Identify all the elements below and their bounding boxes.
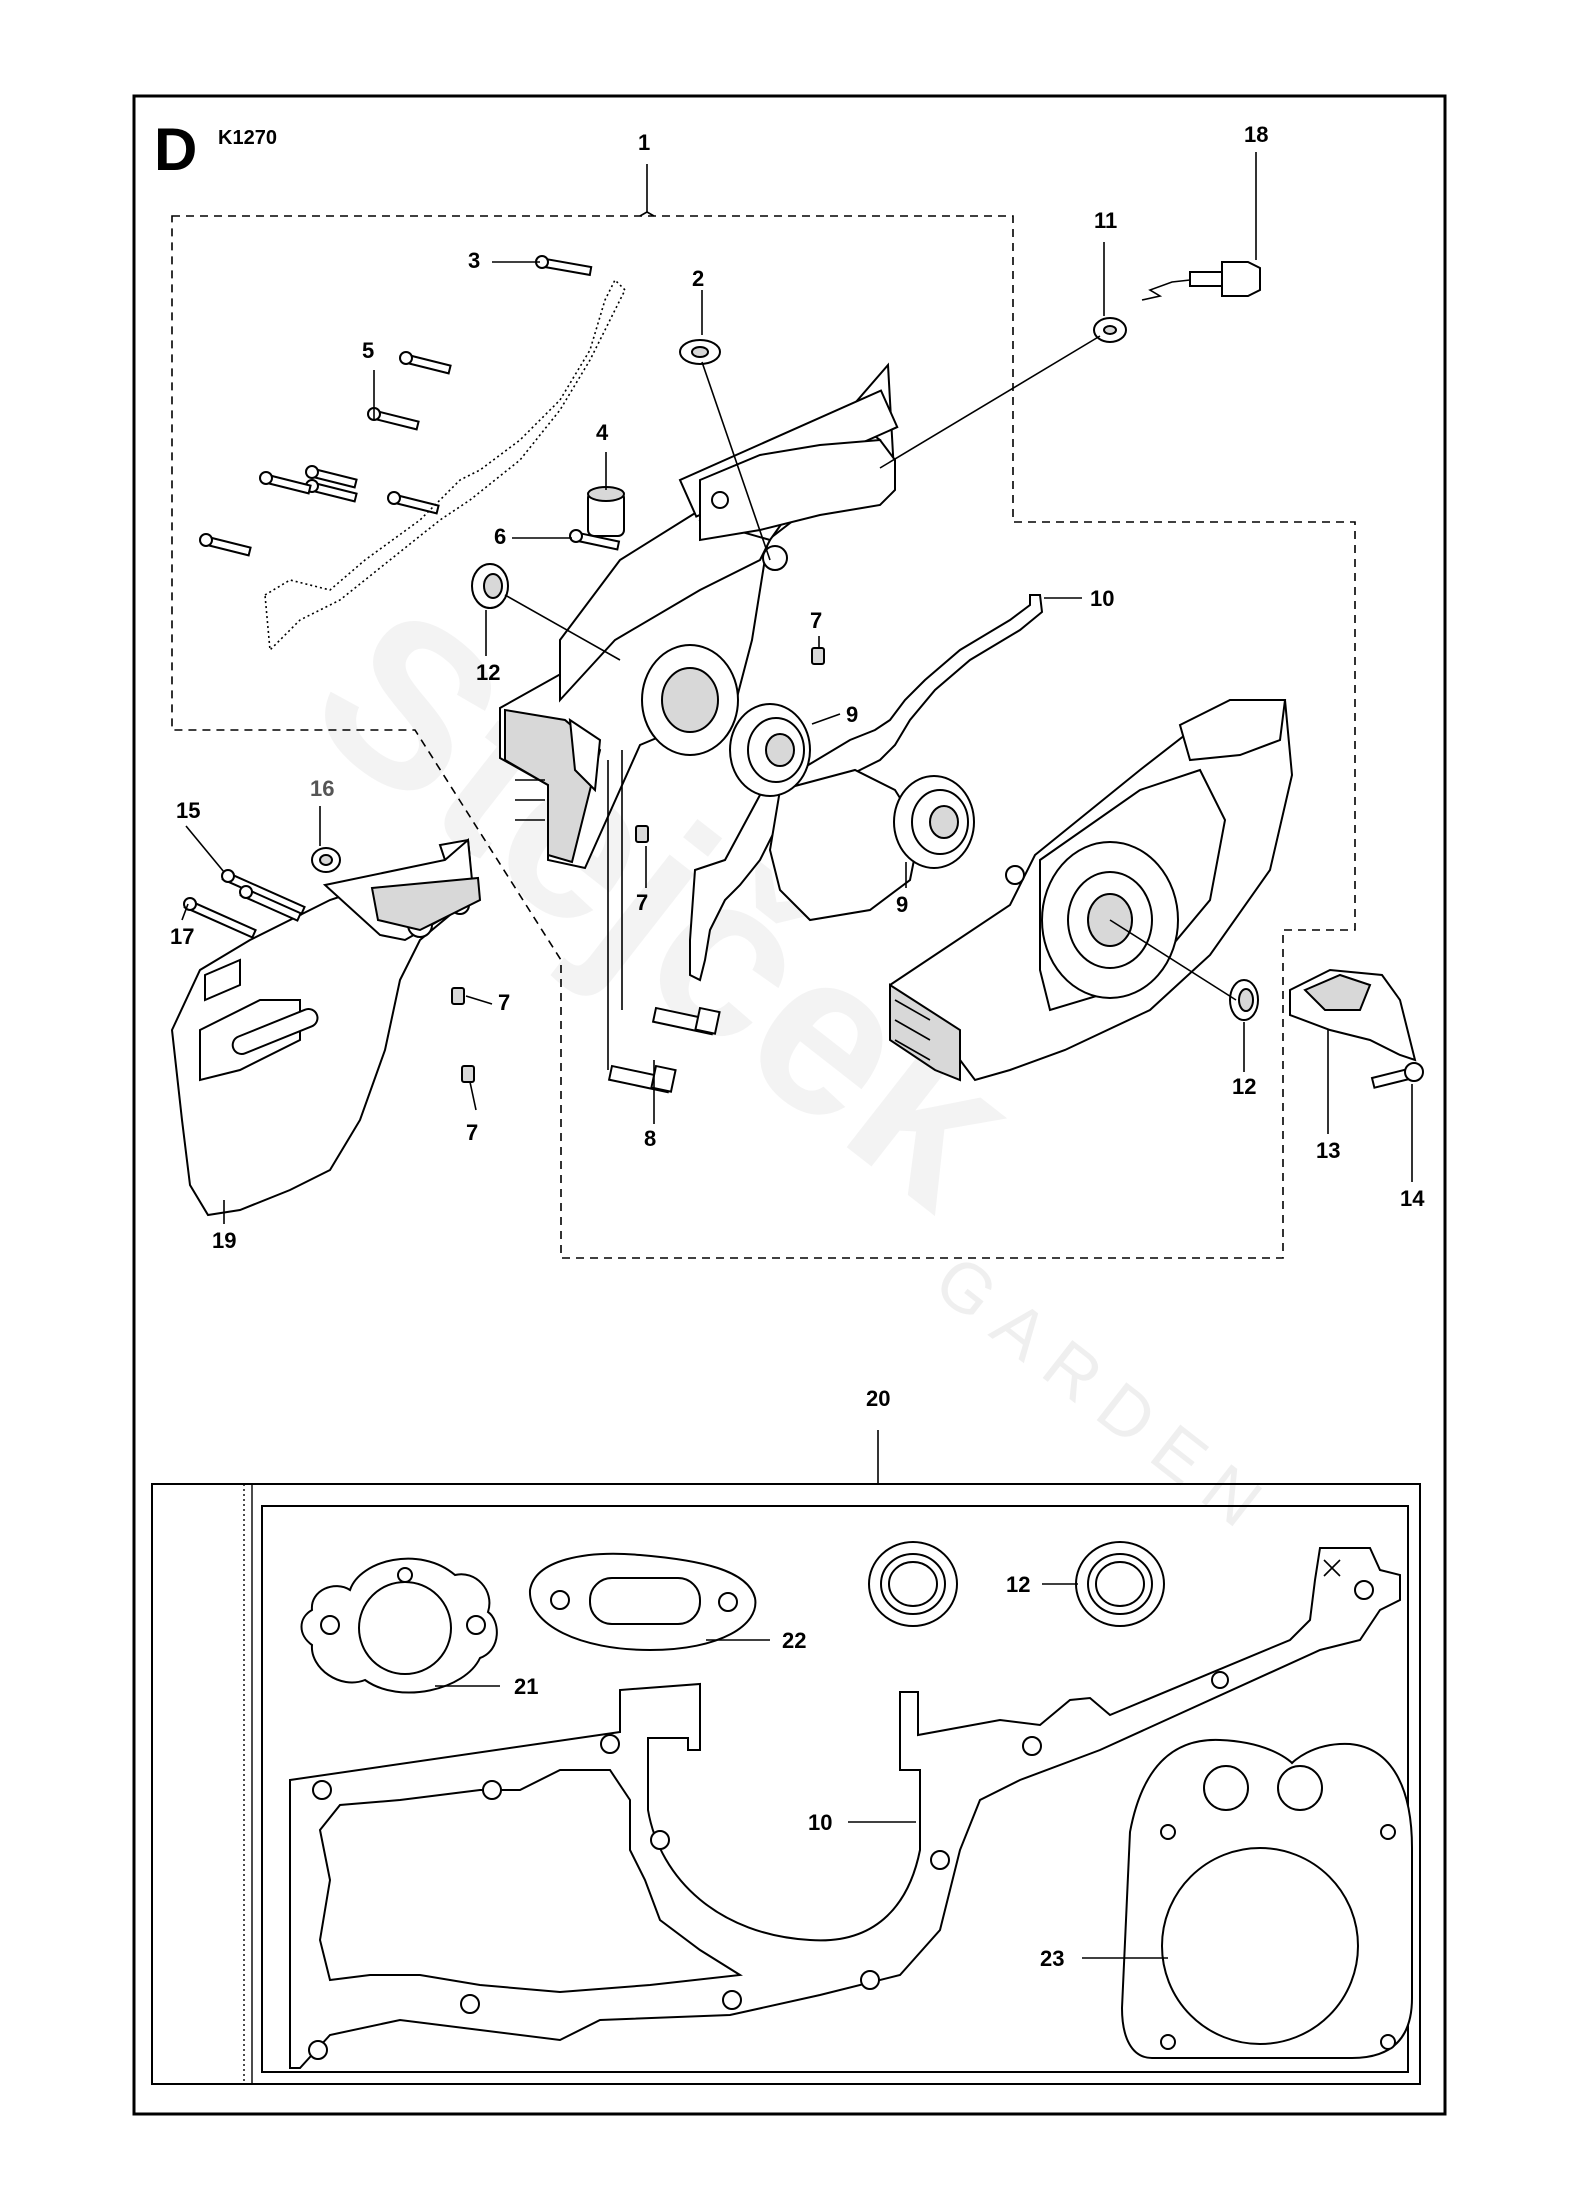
seal-12c-left <box>868 1541 958 1627</box>
gasket-upper <box>689 594 1044 982</box>
gasket-21 <box>300 1557 498 1694</box>
callout-12a: 12 <box>476 660 500 685</box>
seal-12b <box>1229 979 1259 1021</box>
gasket-23 <box>1120 1738 1413 2059</box>
screw-15a <box>221 869 306 916</box>
callout-9a: 9 <box>846 702 858 727</box>
leaders-upper <box>181 152 1413 1224</box>
callout-8: 8 <box>644 1126 656 1151</box>
screw-5g <box>199 533 252 557</box>
screw-5a <box>399 351 452 375</box>
screw-5f <box>387 491 440 515</box>
part-16-nut <box>311 847 341 873</box>
model-code: K1270 <box>218 127 277 149</box>
gasket-22 <box>528 1552 757 1652</box>
callout-15: 15 <box>176 798 200 823</box>
callout-20: 20 <box>866 1386 890 1411</box>
crankcase-left <box>499 362 899 870</box>
crankcase-right <box>889 699 1294 1082</box>
screw-15b <box>239 885 302 922</box>
screws <box>183 255 1424 1089</box>
screw-3 <box>535 255 593 277</box>
nuts-7 <box>451 647 825 1083</box>
callout-3: 3 <box>468 248 480 273</box>
screw-5e <box>259 471 312 495</box>
callout-10a: 10 <box>1090 586 1114 611</box>
callout-6: 6 <box>494 524 506 549</box>
screw-5c <box>305 465 358 489</box>
section-letter: D <box>154 116 197 183</box>
group-1-outline <box>171 215 1356 1259</box>
callout-19: 19 <box>212 1228 236 1253</box>
callout-21: 21 <box>514 1674 538 1699</box>
kit-inner-box <box>261 1505 1409 2073</box>
callout-16: 16 <box>310 776 334 801</box>
part-4-bushing <box>587 486 625 537</box>
bearing-9b <box>893 775 975 869</box>
part-13-bracket <box>1289 968 1417 1062</box>
callout-1-bracket <box>639 164 655 217</box>
callout-18: 18 <box>1244 122 1268 147</box>
callout-7d: 7 <box>466 1120 478 1145</box>
callout-12b: 12 <box>1232 1074 1256 1099</box>
chain-guard <box>170 837 482 1217</box>
bearing-9a <box>729 703 811 797</box>
gasket-10-kit <box>289 1547 1401 2069</box>
callout-14: 14 <box>1400 1186 1425 1211</box>
callout-4: 4 <box>596 420 609 445</box>
callout-12c: 12 <box>1006 1572 1030 1597</box>
part-8-studs <box>607 1006 721 1094</box>
callout-2: 2 <box>692 266 704 291</box>
part-2-plug <box>679 339 721 365</box>
callout-7a: 7 <box>810 608 822 633</box>
page-frame <box>132 94 1447 2116</box>
kit-outer-box <box>151 1483 1421 2085</box>
callout-13: 13 <box>1316 1138 1340 1163</box>
screw-14 <box>1370 1062 1424 1089</box>
screw-5b <box>367 407 420 431</box>
screw-17 <box>183 897 257 939</box>
callout-7c: 7 <box>498 990 510 1015</box>
part-11-grommet <box>1093 317 1127 343</box>
callout-10b: 10 <box>808 1810 832 1835</box>
seal-12a <box>471 563 509 609</box>
callout-7b: 7 <box>636 890 648 915</box>
callout-5: 5 <box>362 338 374 363</box>
screw-6 <box>569 529 621 551</box>
callout-22: 22 <box>782 1628 806 1653</box>
seal-12c-right <box>1075 1541 1165 1627</box>
callouts-upper: 1 2 3 4 5 6 7 7 7 7 8 9 9 10 11 12 12 13… <box>170 122 1425 1253</box>
callout-23: 23 <box>1040 1946 1064 1971</box>
callout-17: 17 <box>170 924 194 949</box>
callout-9b: 9 <box>896 892 908 917</box>
gasket-upper-inner <box>768 768 922 922</box>
callout-1: 1 <box>638 130 650 155</box>
part-18-valve <box>1141 261 1261 301</box>
callout-11: 11 <box>1094 208 1117 233</box>
